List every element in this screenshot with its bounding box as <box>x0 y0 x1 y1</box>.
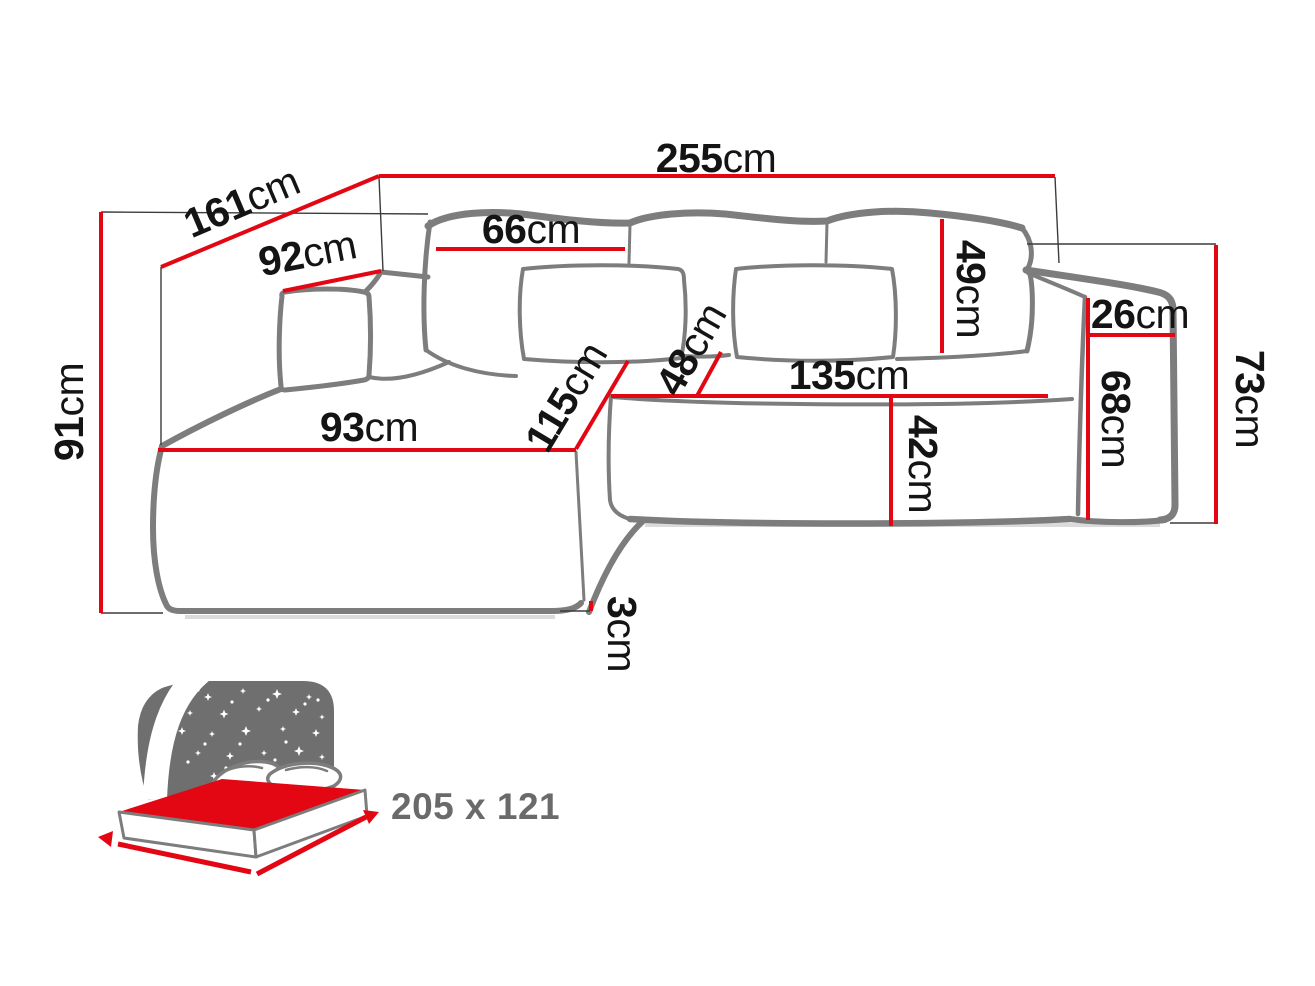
back-cushion-left-edge <box>421 219 433 353</box>
back-cushion-1-bottom <box>424 348 518 378</box>
sleeping-function-bed-icon: 205 x 121 <box>0 0 560 877</box>
mattress-top-red <box>119 779 365 830</box>
dimension-line-161 <box>160 174 380 269</box>
left-armrest-base-fold <box>367 360 451 381</box>
back-cushion-divider-1 <box>627 223 632 265</box>
dim-label-255: 255cm <box>656 135 777 181</box>
dimension-line-115 <box>574 359 630 451</box>
chaise-right-edge <box>574 450 586 602</box>
helper-top-left <box>100 211 429 215</box>
dim-label-135: 135cm <box>789 352 910 398</box>
dim-label-3: 3cm <box>599 596 645 672</box>
crescent-moon-icon <box>143 658 214 801</box>
dimension-line-48 <box>695 351 723 397</box>
helper-lines <box>100 176 1216 614</box>
dimension-line-92 <box>282 269 382 293</box>
seat-pillow-right <box>731 263 898 363</box>
back-cushion-divider-2 <box>824 221 829 264</box>
right-armrest-inner-top-edge <box>1026 271 1087 299</box>
back-corner-edge <box>363 269 431 294</box>
back-cushions-top-edge <box>424 207 1026 232</box>
dimension-lines <box>99 174 1218 613</box>
mattress-size-arrows-icon <box>98 810 379 877</box>
dim-label-49: 49cm <box>948 240 994 338</box>
seat-front-top-edge <box>610 395 1074 407</box>
back-cushion-3-right-edge <box>1019 225 1035 354</box>
seat-front-left-edge <box>606 394 632 521</box>
dim-label-92: 92cm <box>255 221 360 285</box>
back-cushion-2-bottom <box>680 353 731 359</box>
right-armrest-outer-edge <box>1022 266 1179 524</box>
helper-back-left <box>378 176 384 272</box>
left-armrest <box>276 286 373 393</box>
seat-bottom-edge <box>626 515 1074 527</box>
sleeping-area-size-label: 205 x 121 <box>391 786 560 827</box>
star-icons <box>0 0 325 780</box>
helper-back-right <box>1054 176 1060 264</box>
dim-label-66: 66cm <box>482 206 580 252</box>
chaise-back-edge <box>159 386 284 449</box>
right-armrest-front-edge <box>1075 294 1088 517</box>
seat-pillow-left <box>517 263 688 365</box>
dim-label-91: 91cm <box>46 363 92 461</box>
sofa-shadows <box>185 523 1160 619</box>
dim-label-26: 26cm <box>1091 291 1189 337</box>
dim-label-68: 68cm <box>1093 370 1139 468</box>
chaise-body-outline <box>150 443 584 614</box>
armrest-bottom-edge <box>1067 516 1168 526</box>
dim-label-42: 42cm <box>900 415 946 513</box>
back-cushion-3-bottom <box>895 349 1029 361</box>
dim-label-93: 93cm <box>320 404 418 450</box>
dim-label-73: 73cm <box>1227 350 1273 448</box>
chaise-seat-step <box>586 518 646 615</box>
